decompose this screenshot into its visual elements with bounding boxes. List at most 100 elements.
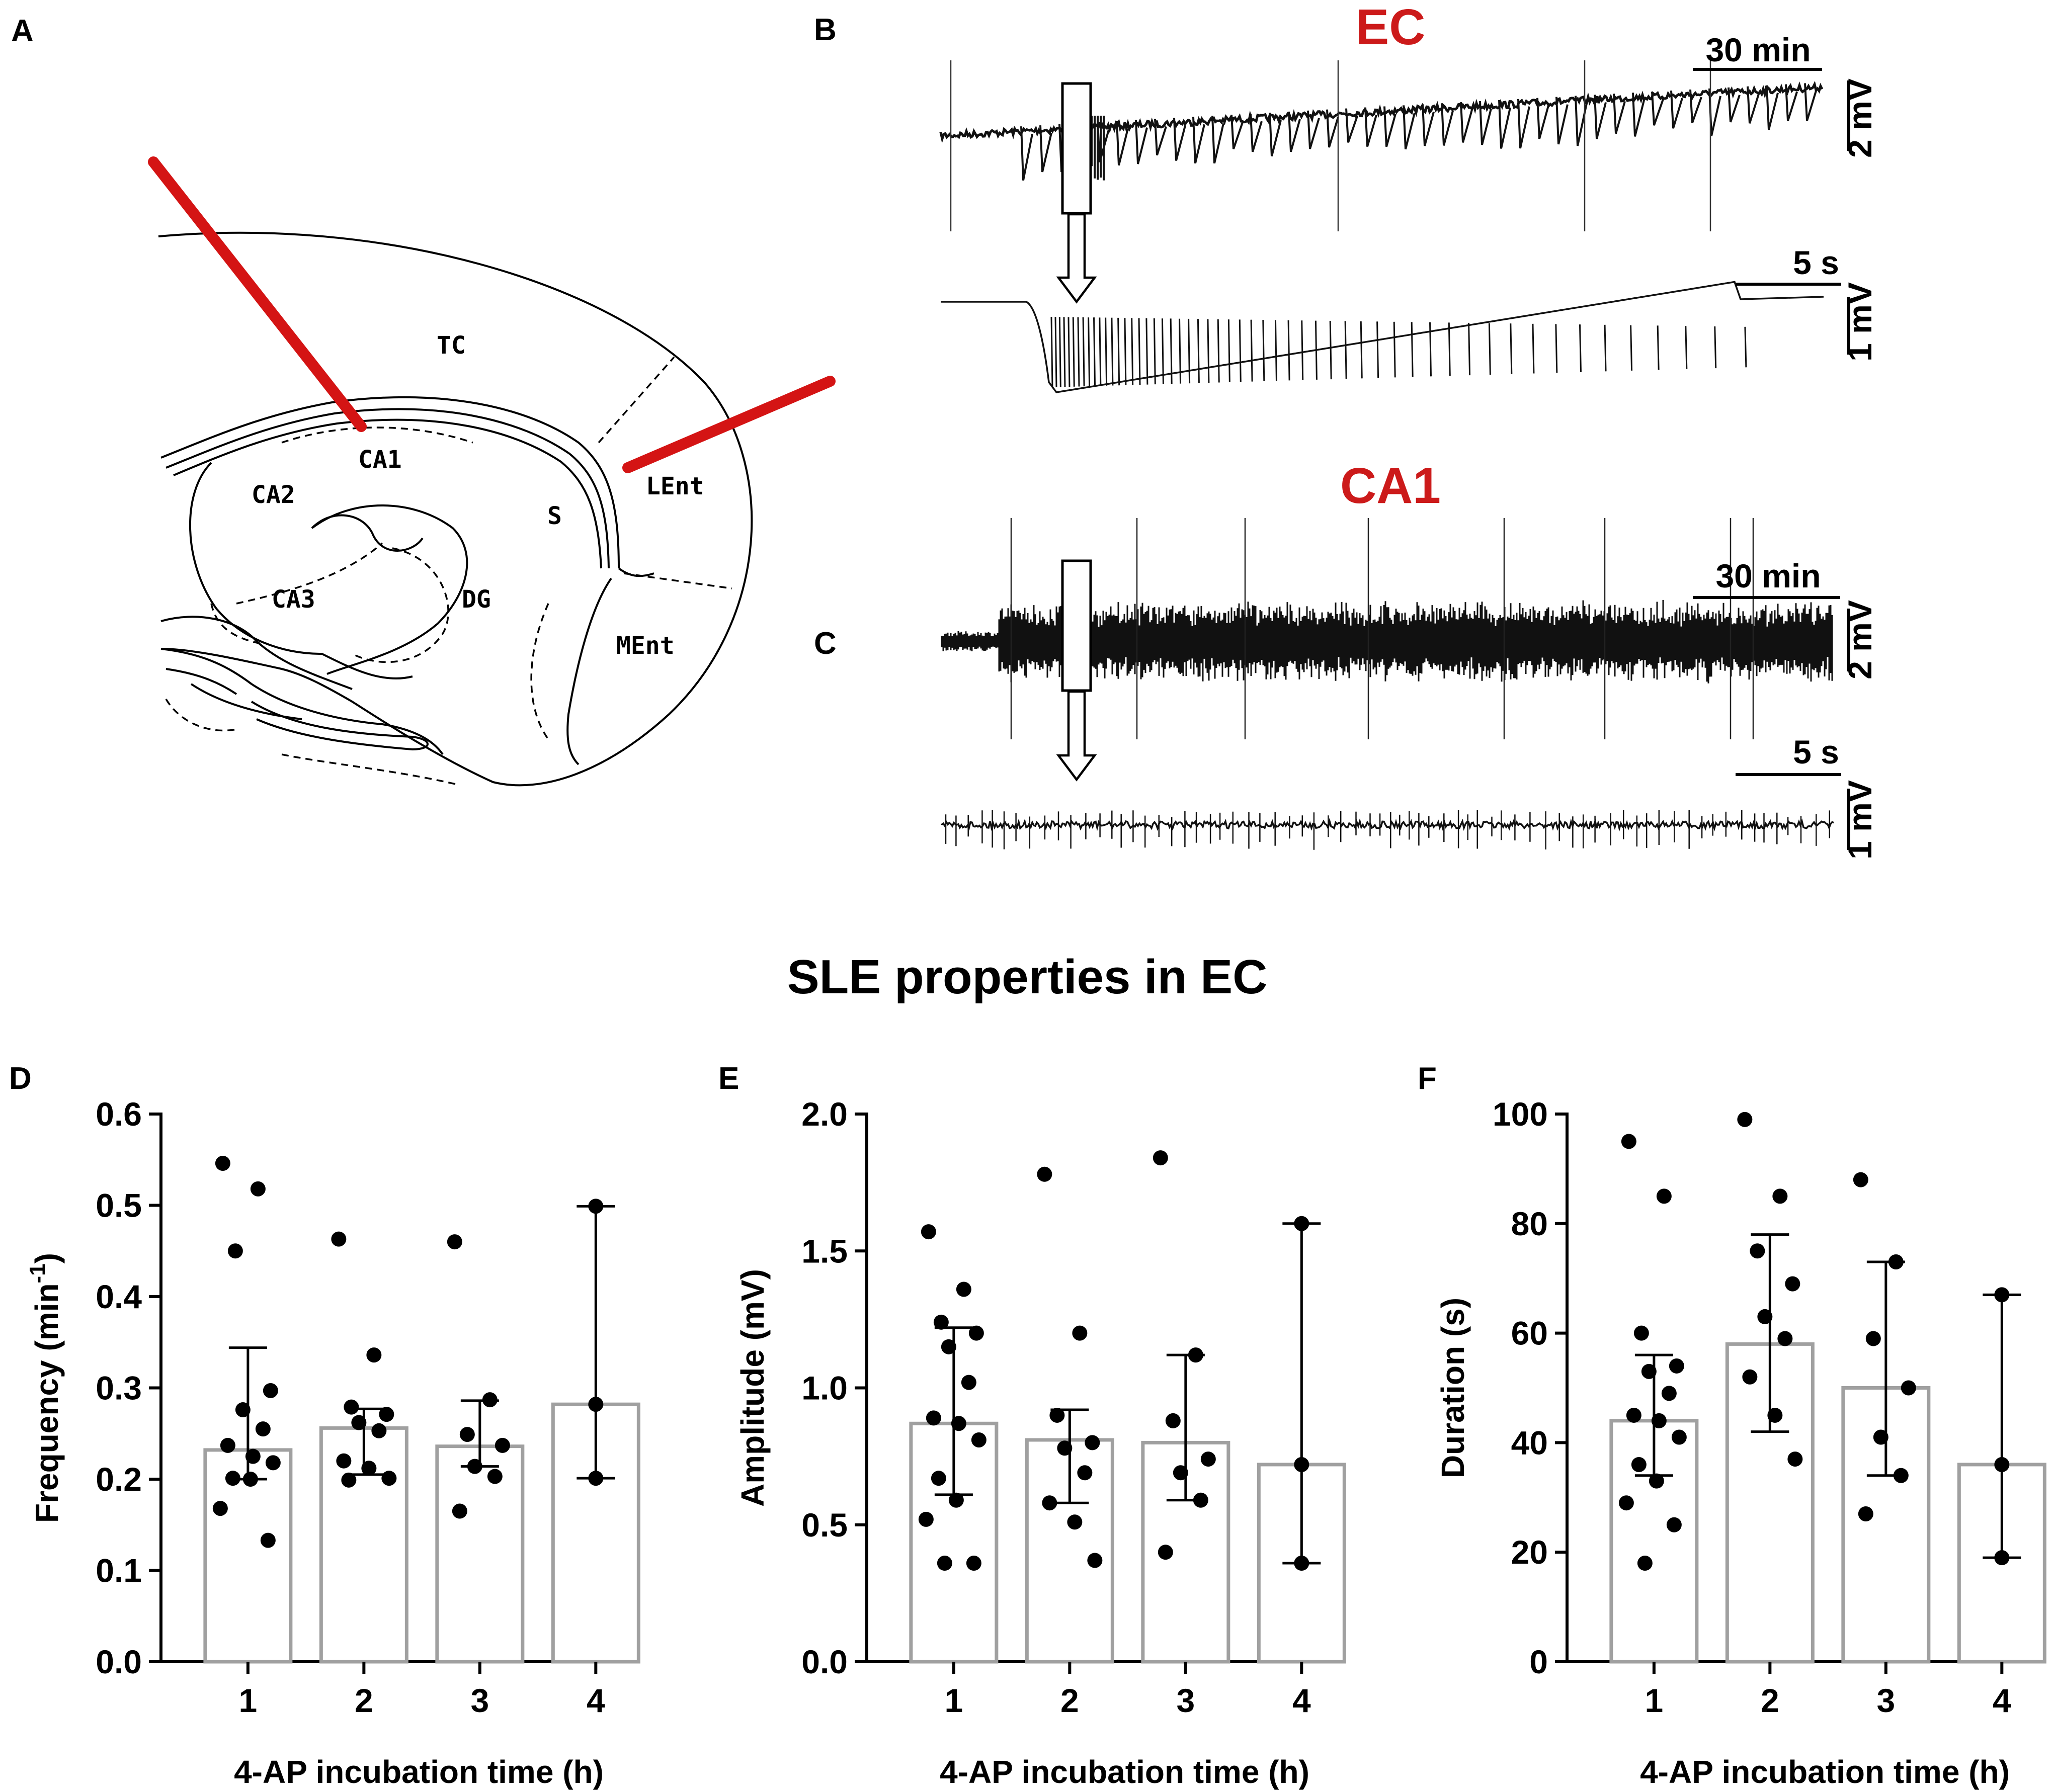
amplitude-data-point [951, 1416, 966, 1431]
amplitude-data-point [1085, 1435, 1100, 1450]
amplitude-data-point [1294, 1216, 1309, 1231]
frequency-data-point [220, 1437, 235, 1453]
frequency-y-axis-label: Frequency (min-1) [25, 1253, 65, 1523]
amplitude-x-tick-label: 4 [1292, 1682, 1311, 1719]
ca1-scale-time-short: 5 s [1793, 733, 1839, 771]
region-label-lent: LEnt [646, 472, 704, 500]
frequency-y-tick-label: 0.5 [96, 1187, 142, 1224]
duration-data-point [1858, 1506, 1873, 1521]
frequency-y-tick-label: 0.0 [96, 1643, 142, 1680]
duration-data-point [1651, 1413, 1667, 1428]
duration-data-point [1787, 1452, 1803, 1467]
duration-data-point [1873, 1429, 1888, 1445]
amplitude-data-point [1037, 1166, 1052, 1182]
region-label-ment: MEnt [616, 632, 675, 660]
amplitude-y-axis-label: Amplitude (mV) [734, 1269, 771, 1507]
amplitude-data-point [941, 1339, 956, 1354]
electrode-ca1 [148, 156, 367, 432]
duration-data-point [1994, 1287, 2010, 1303]
frequency-data-point [588, 1397, 604, 1412]
frequency-data-point [381, 1471, 397, 1486]
frequency-data-point [588, 1199, 604, 1214]
ca1-zoom-arrow [1056, 690, 1097, 782]
frequency-data-point [225, 1471, 240, 1486]
amplitude-data-point [933, 1314, 949, 1330]
frequency-data-point [227, 1243, 243, 1259]
frequency-data-point [212, 1501, 228, 1516]
panel-label-b: B [814, 13, 837, 47]
amplitude-data-point [1057, 1440, 1073, 1456]
amplitude-x-tick-label: 3 [1176, 1682, 1195, 1719]
panel-c: C CA1 30 min 2 mV 5 s 1 mV [814, 458, 1878, 860]
duration-data-point [1637, 1555, 1653, 1571]
amplitude-data-point [1200, 1452, 1216, 1467]
ca1-scale-bars [1693, 596, 1850, 850]
panel-label-e: E [718, 1061, 739, 1096]
frequency-data-point [331, 1231, 347, 1247]
frequency-data-point [351, 1415, 367, 1430]
amplitude-data-point [921, 1224, 936, 1240]
frequency-data-point [459, 1427, 475, 1442]
amplitude-x-tick-label: 2 [1060, 1682, 1079, 1719]
duration-data-point [1649, 1473, 1664, 1489]
figure-title: SLE properties in EC [787, 950, 1268, 1004]
amplitude-data-point [948, 1492, 964, 1508]
amplitude-data-point [1087, 1553, 1103, 1568]
duration-data-point [1901, 1380, 1916, 1396]
ca1-long-activity [941, 600, 1833, 684]
amplitude-data-point [1072, 1325, 1088, 1341]
frequency-x-tick-label: 2 [355, 1682, 373, 1719]
panel-label-d: D [9, 1061, 32, 1096]
amplitude-data-point [1049, 1407, 1065, 1423]
ca1-long-artifacts [1010, 518, 1754, 739]
ec-scale-voltage-long: 2 mV [1841, 78, 1878, 158]
ec-scale-time-long: 30 min [1705, 31, 1811, 68]
duration-data-point [1777, 1331, 1793, 1346]
electrode-ec [622, 376, 836, 473]
frequency-data-point [482, 1392, 498, 1408]
ca1-long-trace [941, 518, 1833, 739]
amplitude-data-point [926, 1410, 941, 1426]
panel-b: B EC 30 min 2 mV 5 s 1 mV [814, 0, 1878, 393]
amplitude-y-tick-label: 0.5 [801, 1506, 848, 1544]
ca1-scale-time-long: 30 min [1715, 557, 1821, 594]
amplitude-data-point [961, 1375, 976, 1390]
frequency-data-point [263, 1383, 278, 1398]
frequency-data-point [341, 1472, 357, 1488]
frequency-data-point [235, 1402, 251, 1418]
frequency-data-point [260, 1532, 276, 1548]
ec-short-trace [941, 281, 1824, 393]
frequency-data-point [344, 1399, 359, 1415]
frequency-data-point [495, 1437, 510, 1453]
amplitude-data-point [937, 1555, 952, 1571]
panel-label-a: A [11, 14, 34, 48]
duration-data-point [1737, 1112, 1753, 1127]
ca1-scale-voltage-short: 1 mV [1841, 780, 1878, 860]
duration-y-tick-label: 60 [1511, 1315, 1548, 1352]
amplitude-data-point [1173, 1465, 1188, 1481]
frequency-data-point [452, 1503, 467, 1519]
amplitude-data-point [966, 1555, 981, 1571]
amplitude-data-point [918, 1511, 934, 1527]
duration-data-point [1661, 1386, 1677, 1401]
panel-label-c: C [814, 626, 837, 661]
amplitude-x-axis-label: 4-AP incubation time (h) [940, 1754, 1309, 1790]
ca1-zoom-window [1061, 559, 1092, 692]
duration-data-point [1742, 1369, 1758, 1385]
amplitude-y-tick-label: 1.5 [801, 1232, 848, 1269]
amplitude-data-point [1077, 1465, 1093, 1481]
frequency-y-tick-label: 0.2 [96, 1461, 142, 1498]
duration-x-tick-label: 4 [1993, 1682, 2011, 1719]
frequency-x-tick-label: 3 [470, 1682, 489, 1719]
ec-short-spikes [1050, 316, 1747, 388]
ec-long-artifacts [950, 60, 1711, 231]
ca1-scale-voltage-long: 2 mV [1841, 600, 1878, 679]
duration-data-point [1994, 1457, 2010, 1472]
frequency-data-point [467, 1459, 482, 1474]
frequency-y-tick-label: 0.1 [96, 1552, 142, 1589]
amplitude-data-point [1153, 1150, 1168, 1166]
duration-data-point [1618, 1495, 1634, 1511]
